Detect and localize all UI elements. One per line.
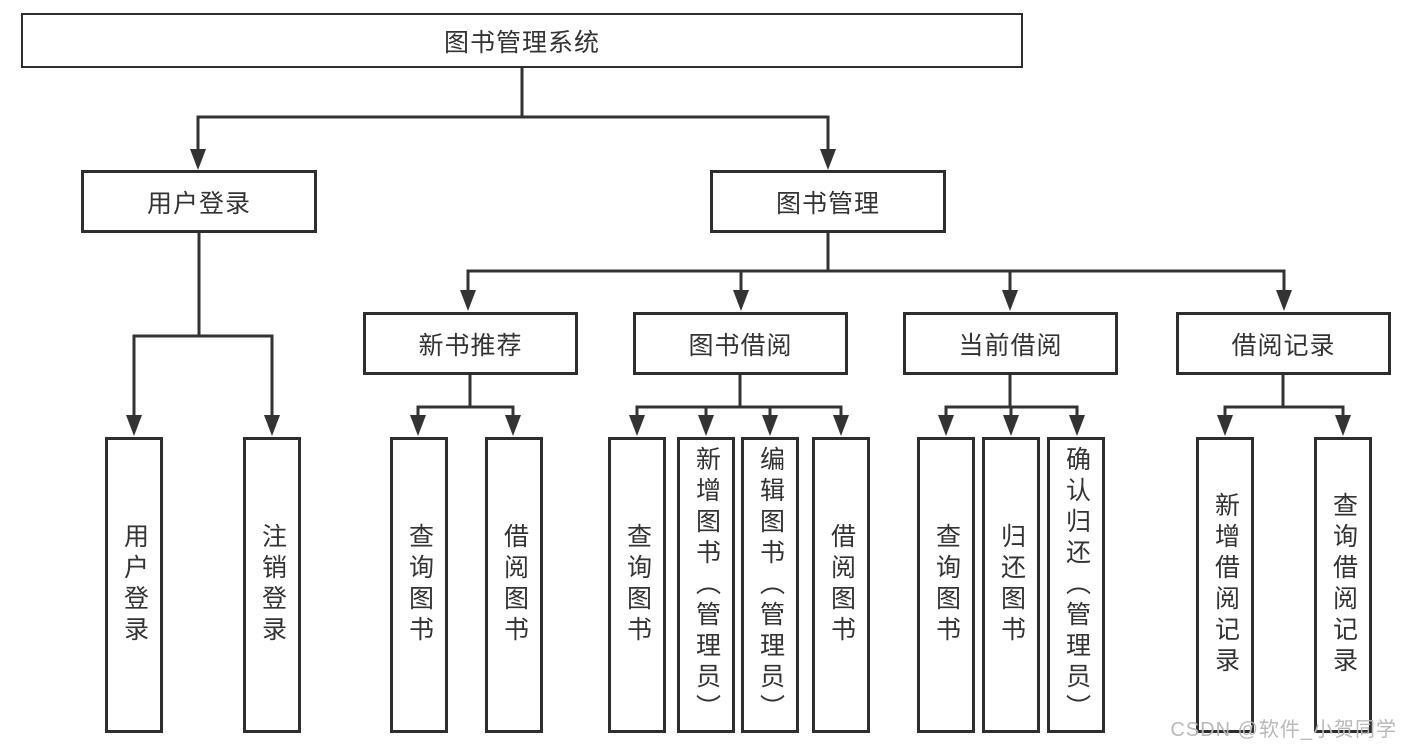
arrowhead: [264, 415, 280, 436]
leaf-user-login: 用户登录: [105, 437, 163, 733]
leaf-edit-book-admin-label: 编辑图书（管理员）: [756, 445, 785, 725]
leaf-query-books-borrow-label: 查询图书: [623, 523, 652, 647]
leaf-borrow-books-label: 借阅图书: [827, 523, 856, 647]
leaf-confirm-return-admin: 确认归还（管理员）: [1047, 437, 1105, 733]
leaf-query-books-current-label: 查询图书: [932, 523, 961, 647]
arrowhead: [1002, 290, 1018, 311]
arrowhead: [460, 290, 476, 311]
arrowhead: [698, 415, 714, 436]
leaf-add-book-admin-label: 新增图书（管理员）: [692, 445, 721, 725]
leaf-borrow-books: 借阅图书: [812, 437, 870, 733]
leaf-query-books-recommend: 查询图书: [390, 437, 448, 733]
leaf-add-borrow-record-label: 新增借阅记录: [1211, 492, 1240, 678]
leaf-add-book-admin: 新增图书（管理员）: [677, 437, 735, 733]
node-book-borrow-label: 图书借阅: [688, 331, 793, 360]
arrowhead: [733, 290, 749, 311]
node-root: 图书管理系统: [21, 13, 1023, 68]
arrowhead: [938, 415, 954, 436]
arrowhead: [1335, 415, 1351, 436]
leaf-query-books-recommend-label: 查询图书: [405, 523, 434, 647]
node-borrow-records-label: 借阅记录: [1231, 331, 1336, 360]
node-user-login-label: 用户登录: [146, 189, 251, 218]
node-book-borrow: 图书借阅: [633, 312, 848, 375]
leaf-confirm-return-admin-label: 确认归还（管理员）: [1062, 445, 1091, 725]
leaf-add-borrow-record: 新增借阅记录: [1196, 437, 1254, 733]
leaf-query-books-borrow: 查询图书: [608, 437, 666, 733]
arrowhead: [762, 415, 778, 436]
arrowhead: [505, 415, 521, 436]
arrowhead: [126, 415, 142, 436]
leaf-borrow-books-recommend-label: 借阅图书: [500, 523, 529, 647]
node-user-login: 用户登录: [81, 170, 317, 233]
arrowhead: [629, 415, 645, 436]
arrowhead: [1276, 290, 1292, 311]
node-current-borrow-label: 当前借阅: [958, 331, 1063, 360]
leaf-edit-book-admin: 编辑图书（管理员）: [741, 437, 799, 733]
leaf-query-borrow-record-label: 查询借阅记录: [1329, 492, 1358, 678]
arrowhead: [410, 415, 426, 436]
node-book-management: 图书管理: [710, 170, 946, 233]
leaf-return-book: 归还图书: [982, 437, 1040, 733]
node-book-management-label: 图书管理: [775, 189, 880, 218]
leaf-borrow-books-recommend: 借阅图书: [485, 437, 543, 733]
leaf-logout: 注销登录: [243, 437, 301, 733]
leaf-return-book-label: 归还图书: [997, 523, 1026, 647]
leaf-user-login-label: 用户登录: [120, 523, 149, 647]
leaf-logout-label: 注销登录: [258, 523, 287, 647]
leaf-query-borrow-record: 查询借阅记录: [1314, 437, 1372, 733]
arrowhead: [1003, 415, 1019, 436]
node-root-label: 图书管理系统: [443, 28, 600, 57]
arrowhead: [1069, 415, 1085, 436]
arrowhead: [1217, 415, 1233, 436]
node-new-book-recommend-label: 新书推荐: [418, 331, 523, 360]
node-current-borrow: 当前借阅: [903, 312, 1118, 375]
node-borrow-records: 借阅记录: [1176, 312, 1391, 375]
leaf-query-books-current: 查询图书: [917, 437, 975, 733]
node-new-book-recommend: 新书推荐: [363, 312, 578, 375]
csdn-watermark: CSDN @软件_小贺同学: [1170, 719, 1397, 741]
arrowhead: [833, 415, 849, 436]
arrowhead-layer: [126, 149, 1351, 436]
arrowhead: [820, 149, 836, 170]
arrowhead: [190, 149, 206, 170]
